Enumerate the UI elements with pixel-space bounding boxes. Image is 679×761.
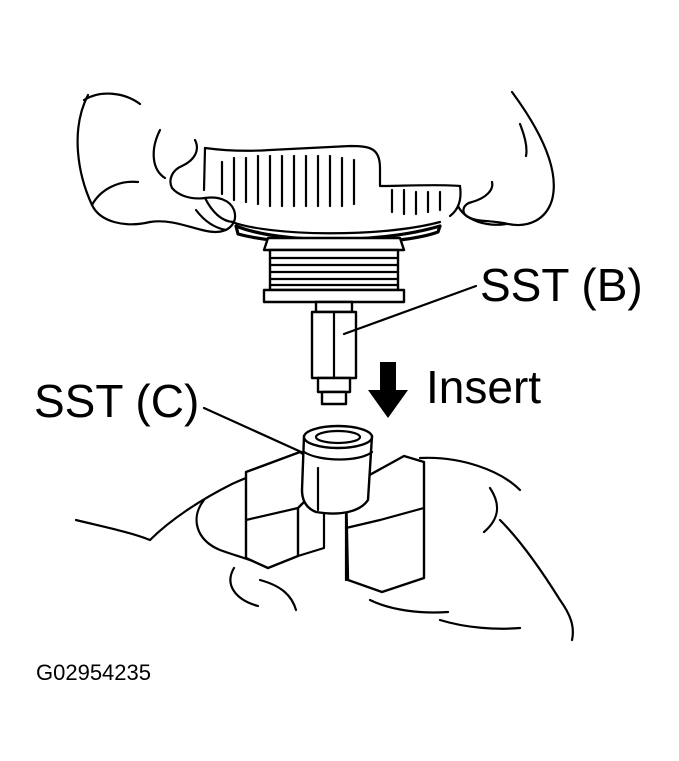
- sst-b-tool: [310, 300, 358, 406]
- sst-c-leader: [202, 406, 312, 458]
- sst-b-label: SST (B): [480, 259, 643, 311]
- vise-jaws: [244, 450, 426, 594]
- insert-label: Insert: [426, 361, 542, 413]
- sst-c-label: SST (C): [34, 375, 200, 427]
- upper-hands: [76, 90, 555, 234]
- alternator-body: [202, 144, 462, 246]
- figure-code: G02954235: [36, 660, 151, 685]
- down-arrow-icon: [368, 362, 408, 418]
- sst-b-leader: [342, 284, 478, 336]
- pulley: [262, 236, 406, 304]
- sst-c-tool: [300, 424, 374, 515]
